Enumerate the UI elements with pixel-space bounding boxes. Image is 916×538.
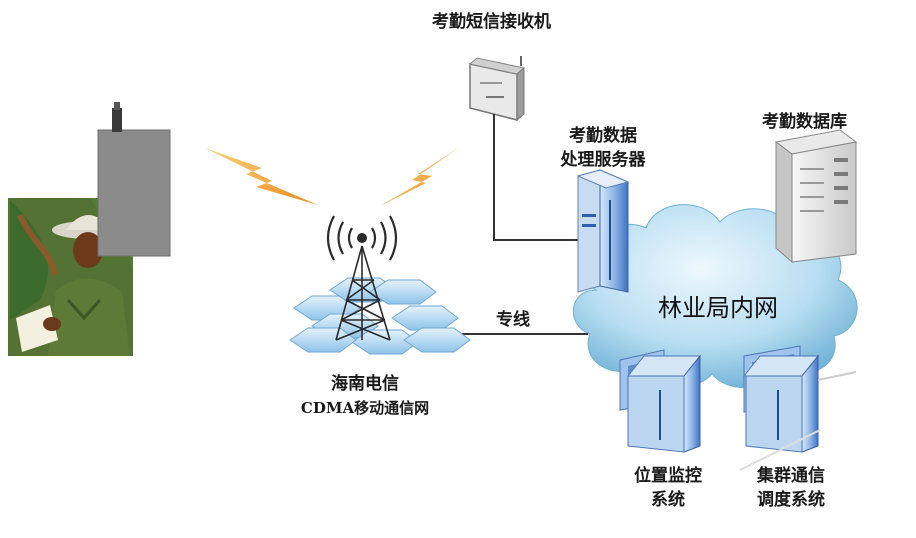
location-monitoring-label-line2: 系统 [651,490,685,510]
handheld-terminal-device [97,102,171,257]
wireless-signal-bolt-left [205,148,318,205]
location-monitoring-label-line1: 位置监控 [634,466,702,486]
wireless-signal-bolt-right [380,147,460,206]
database-label: 考勤数据库 [762,112,847,132]
cdma-network-label: 海南电信 CDMA移动通信网 [270,372,460,420]
cell-hexagon-grid [289,277,471,355]
cdma-network-label-line2: CDMA移动通信网 [300,399,430,417]
processing-server-label: 考勤数据 处理服务器 [548,124,658,172]
receiver-server-connection [493,114,580,241]
processing-server-label-line2: 处理服务器 [560,150,646,170]
trunking-dispatch-label-line1: 集群通信 [757,466,825,486]
lan-label: 林业局内网 [658,294,778,322]
trunking-dispatch-workstation [739,345,857,471]
cdma-network-label-line1: 海南电信 [331,374,399,394]
location-monitoring-label: 位置监控 系统 [618,464,718,512]
cdma-base-station [289,215,471,355]
database-server [774,129,858,264]
trunking-dispatch-label: 集群通信 调度系统 [736,464,846,512]
trunking-dispatch-label-line2: 调度系统 [757,490,825,510]
sms-receiver-label: 考勤短信接收机 [432,12,551,32]
sms-receiver-device [468,56,526,122]
location-monitoring-workstation [619,349,702,453]
processing-server [576,169,630,293]
dedicated-line-label: 专线 [496,310,530,330]
processing-server-label-line1: 考勤数据 [569,126,637,146]
